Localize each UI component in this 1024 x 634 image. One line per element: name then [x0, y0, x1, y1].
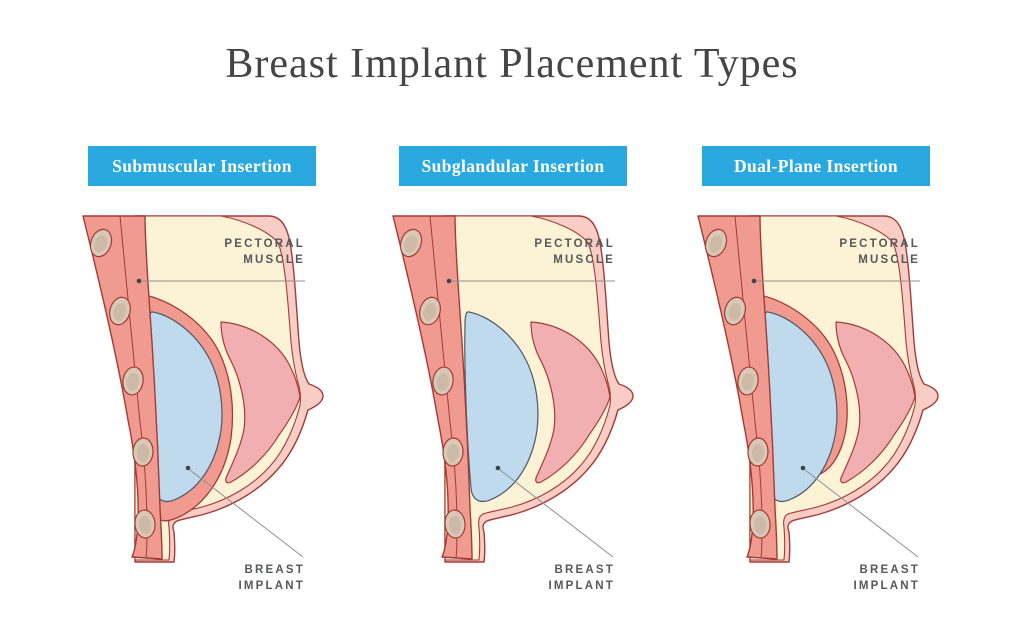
breast-implant-label: BREAST IMPLANT: [238, 564, 305, 592]
header-bar-label: Submuscular Insertion: [112, 155, 292, 176]
header-bar-label: Subglandular Insertion: [421, 155, 605, 176]
page-title: Breast Implant Placement Types: [225, 41, 799, 87]
diagram-dual-plane: [697, 215, 939, 563]
panel-subglandular: PECTORAL MUSCLE BREAST IMPLANT: [385, 210, 635, 610]
header-bar-subglandular: Subglandular Insertion: [399, 146, 627, 186]
pectoral-muscle-label: PECTORAL MUSCLE: [839, 238, 920, 266]
breast-implant-label: BREAST IMPLANT: [853, 564, 920, 592]
header-bar-dual-plane: Dual-Plane Insertion: [702, 146, 930, 186]
breast-implant-label: BREAST IMPLANT: [548, 564, 615, 592]
pectoral-muscle-label: PECTORAL MUSCLE: [224, 238, 305, 266]
panel-submuscular: PECTORAL MUSCLE BREAST IMPLANT: [75, 210, 325, 610]
diagram-submuscular: [82, 215, 324, 563]
pectoral-muscle-label: PECTORAL MUSCLE: [534, 238, 615, 266]
header-bar-submuscular: Submuscular Insertion: [88, 146, 316, 186]
header-bar-label: Dual-Plane Insertion: [733, 155, 899, 176]
diagram-subglandular: [392, 215, 634, 563]
panel-dual-plane: PECTORAL MUSCLE BREAST IMPLANT: [690, 210, 940, 610]
